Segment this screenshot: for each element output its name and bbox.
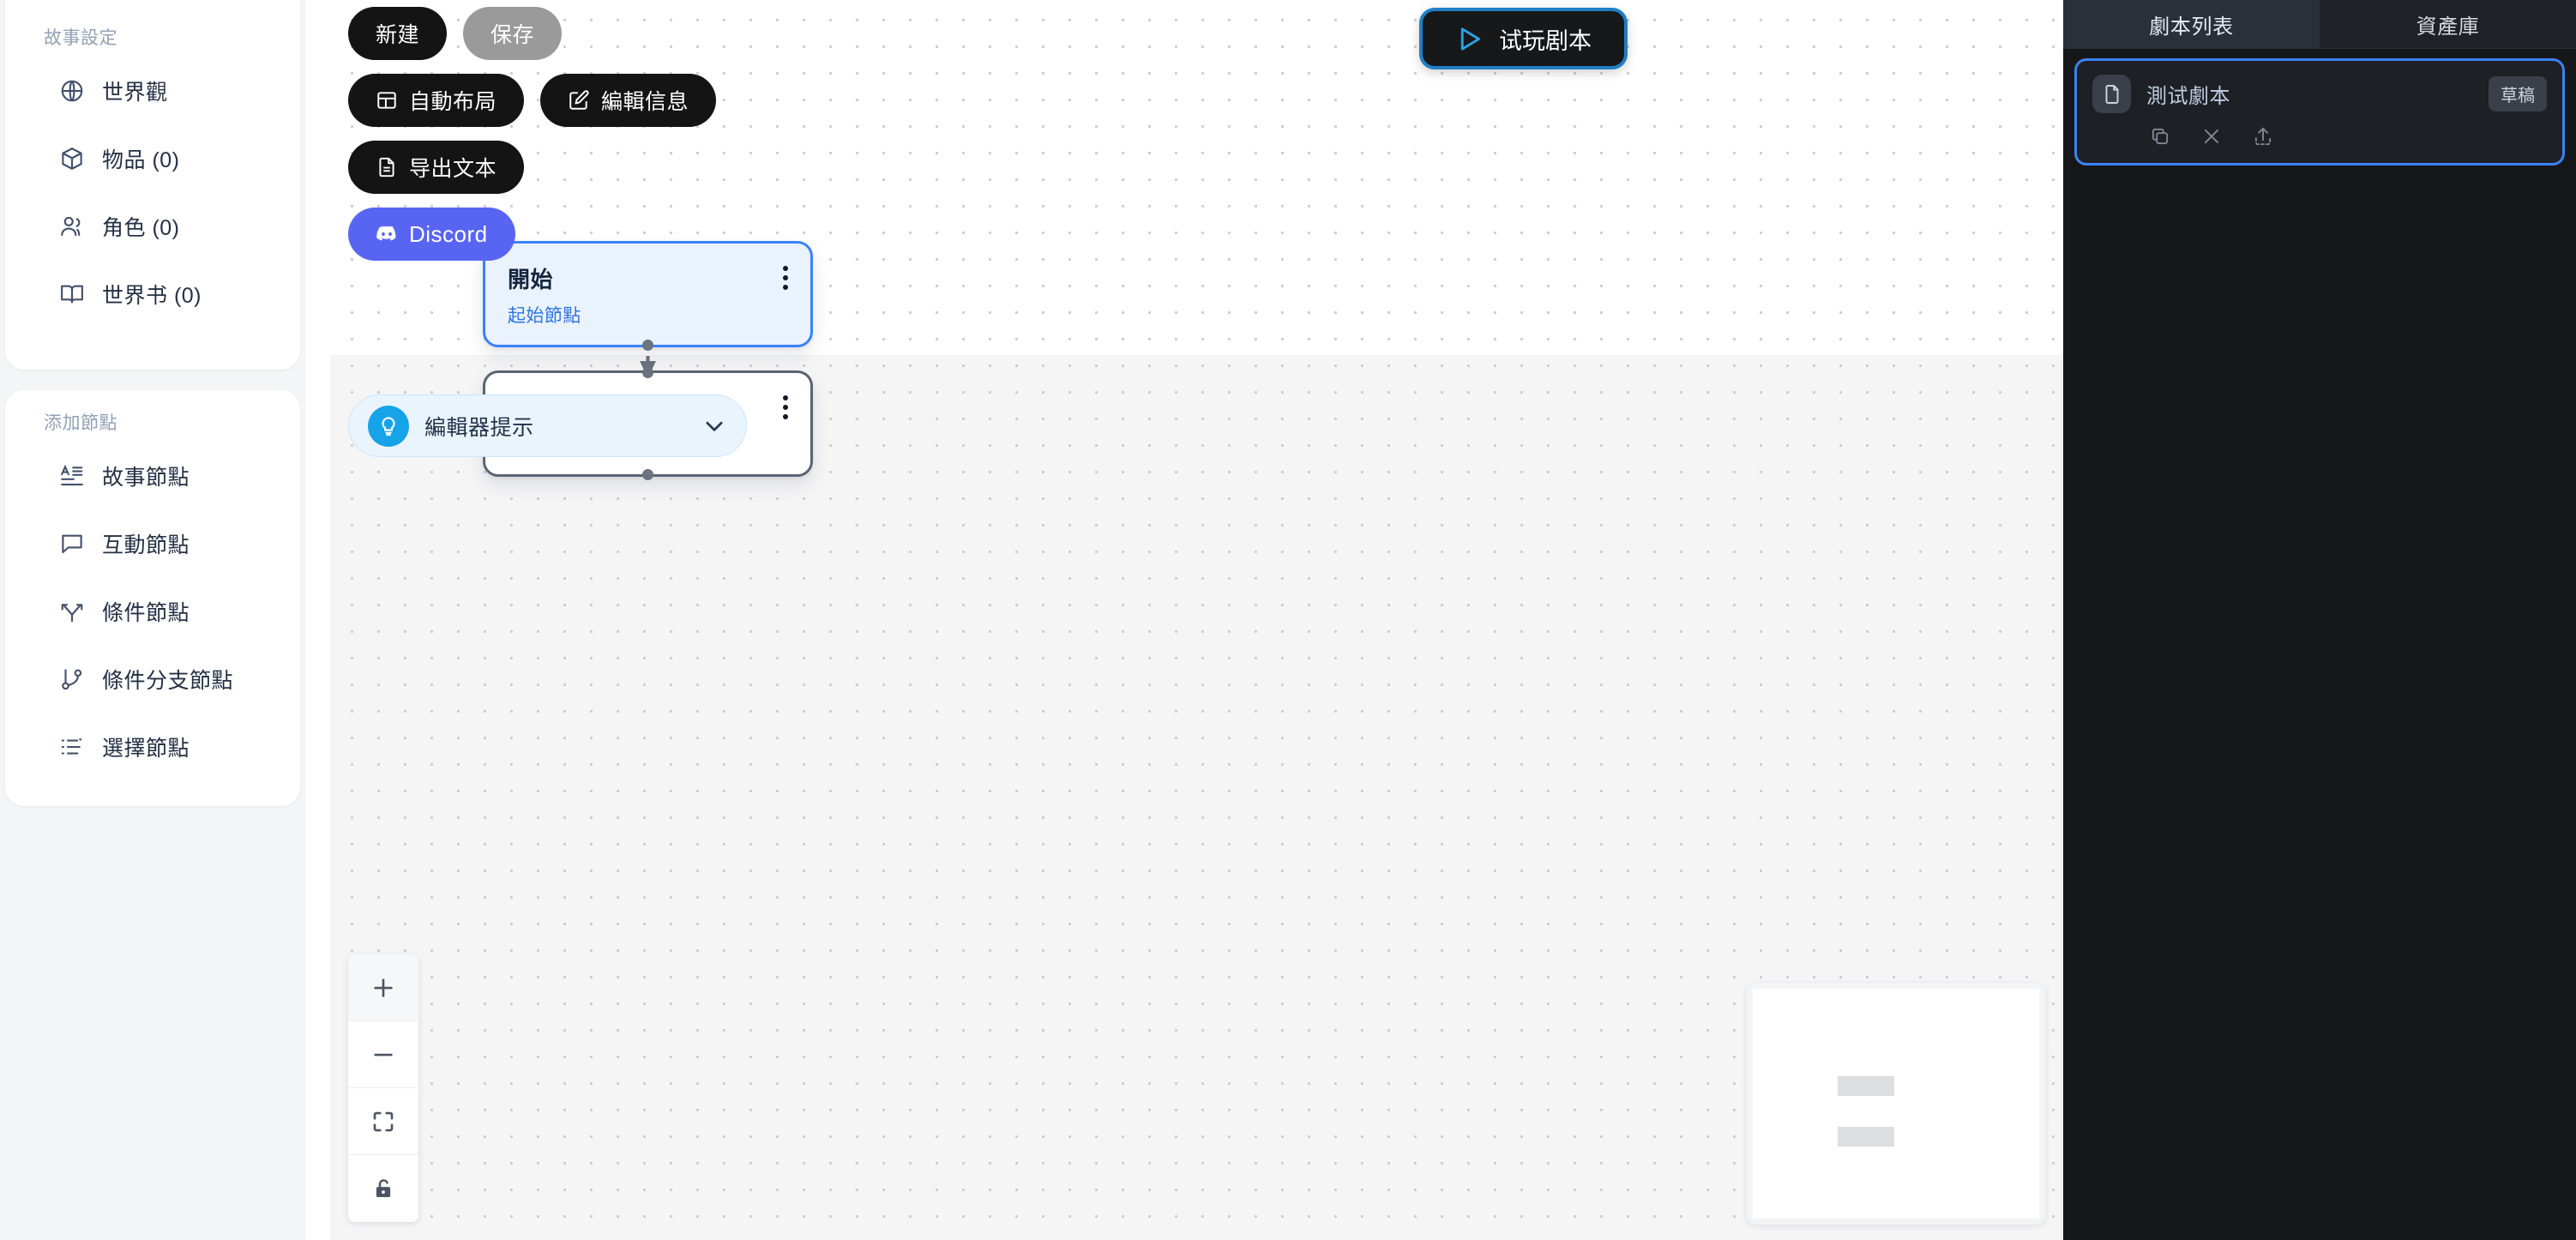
new-button[interactable]: 新建 <box>348 7 448 60</box>
node-start[interactable]: 開始 起始節點 <box>483 241 813 351</box>
sidebar-item-condition-branch-node[interactable]: 條件分支節點 <box>5 645 300 713</box>
flow-canvas[interactable]: 新建 保存 自動布局 編輯信息 <box>330 0 2063 1240</box>
play-script-label: 试玩剧本 <box>1499 27 1592 54</box>
edit-info-button[interactable]: 編輯信息 <box>540 74 717 127</box>
sidebar-item-label: 物品 (0) <box>102 147 180 172</box>
zoom-out-icon <box>370 1042 396 1068</box>
discord-icon <box>376 223 398 245</box>
left-sidebar: 故事設定 世界觀 物品 (0) 角色 (0) <box>0 0 305 1240</box>
chevron-down-icon[interactable] <box>701 413 727 439</box>
add-node-heading: 添加節點 <box>44 413 117 433</box>
story-settings-card: 故事設定 世界觀 物品 (0) 角色 (0) <box>5 0 300 370</box>
script-item-actions <box>2092 113 2547 151</box>
lightbulb-icon <box>368 405 409 447</box>
export-text-label: 导出文本 <box>409 157 497 181</box>
users-icon <box>58 213 86 240</box>
discord-button[interactable]: Discord <box>348 208 515 261</box>
sidebar-item-worldbook[interactable]: 世界书 (0) <box>5 260 300 328</box>
canvas-minimap[interactable] <box>1747 983 2045 1225</box>
text-node-icon <box>58 462 86 490</box>
node-title: 開始 <box>508 267 554 292</box>
toolbar-row-2: 自動布局 編輯信息 <box>348 74 717 127</box>
branch-icon <box>58 598 86 625</box>
minimap-node <box>1837 1075 1895 1096</box>
document-icon <box>2092 75 2131 113</box>
script-list-item[interactable]: 測试劇本 草稿 <box>2074 58 2565 166</box>
script-list: 測试劇本 草稿 <box>2063 49 2576 175</box>
close-icon[interactable] <box>2200 125 2223 147</box>
package-icon <box>58 145 86 172</box>
right-panel-tabs: 劇本列表 資產庫 <box>2063 0 2576 49</box>
script-item-header: 測试劇本 草稿 <box>2092 75 2547 113</box>
lock-icon <box>370 1176 396 1201</box>
toolbar-row-4: Discord <box>348 208 716 261</box>
script-item-name: 測试劇本 <box>2146 85 2230 108</box>
document-icon <box>376 156 398 178</box>
lock-toggle-button[interactable] <box>348 1155 418 1222</box>
sidebar-item-story-node[interactable]: 故事節點 <box>5 442 300 509</box>
sidebar-item-worldview[interactable]: 世界觀 <box>5 57 300 124</box>
upload-icon[interactable] <box>2252 125 2274 147</box>
sidebar-item-label: 世界书 (0) <box>102 283 202 308</box>
zoom-in-button[interactable] <box>348 954 418 1021</box>
copy-icon[interactable] <box>2149 125 2171 147</box>
sidebar-item-label: 角色 (0) <box>102 215 180 240</box>
story-settings-heading: 故事設定 <box>44 28 117 48</box>
node-more-options-icon[interactable] <box>779 392 791 423</box>
minimap-node <box>1837 1126 1895 1147</box>
message-icon <box>58 530 86 557</box>
git-branch-icon <box>58 665 86 693</box>
toolbar-row-3: 导出文本 <box>348 141 716 194</box>
tab-script-list[interactable]: 劇本列表 <box>2063 0 2320 48</box>
sidebar-item-label: 條件分支節點 <box>102 668 234 693</box>
edit-pencil-icon <box>568 89 590 111</box>
node-start-body: 開始 起始節點 <box>485 244 810 345</box>
sidebar-item-label: 故事節點 <box>102 465 190 490</box>
auto-layout-label: 自動布局 <box>409 90 497 114</box>
right-panel: 劇本列表 資產庫 測试劇本 草稿 <box>2063 0 2576 1240</box>
sidebar-item-label: 條件節點 <box>102 600 190 625</box>
node-output-handle[interactable] <box>642 340 653 351</box>
node-subtitle: 起始節點 <box>508 306 581 326</box>
play-icon <box>1455 25 1484 53</box>
canvas-toolbar: 新建 保存 自動布局 編輯信息 <box>348 7 717 274</box>
minimap-viewport <box>1753 989 2039 1219</box>
editor-hint-panel[interactable]: 編輯器提示 <box>348 394 747 457</box>
canvas-controls <box>348 954 418 1222</box>
sidebar-item-choice-node[interactable]: 選擇節點 <box>5 713 300 780</box>
export-text-button[interactable]: 导出文本 <box>348 141 525 194</box>
save-button[interactable]: 保存 <box>463 7 563 60</box>
list-select-icon <box>58 733 86 761</box>
play-script-wrap: 试玩剧本 <box>1419 8 1628 69</box>
layout-icon <box>376 89 398 111</box>
auto-layout-button[interactable]: 自動布局 <box>348 74 525 127</box>
status-badge: 草稿 <box>2489 76 2547 111</box>
add-node-card: 添加節點 故事節點 互動節點 條件節點 <box>5 390 300 806</box>
toolbar-row-1: 新建 保存 <box>348 7 716 60</box>
fit-view-button[interactable] <box>348 1088 418 1155</box>
sidebar-item-label: 選擇節點 <box>102 736 190 761</box>
sidebar-item-label: 互動節點 <box>102 533 190 557</box>
editor-hint-label: 編輯器提示 <box>424 415 534 440</box>
node-more-options-icon[interactable] <box>779 262 791 293</box>
book-icon <box>58 280 86 308</box>
node-output-handle[interactable] <box>642 469 653 480</box>
node-input-handle[interactable] <box>642 367 653 378</box>
tab-asset-library[interactable]: 資產庫 <box>2320 0 2576 48</box>
sidebar-item-interactive-node[interactable]: 互動節點 <box>5 509 300 577</box>
globe-icon <box>58 77 86 105</box>
sidebar-item-condition-node[interactable]: 條件節點 <box>5 577 300 645</box>
discord-label: Discord <box>409 220 488 247</box>
zoom-out-button[interactable] <box>348 1021 418 1088</box>
zoom-in-icon <box>370 975 396 1001</box>
play-script-button[interactable]: 试玩剧本 <box>1419 8 1628 69</box>
edit-info-label: 編輯信息 <box>601 90 689 114</box>
sidebar-item-characters[interactable]: 角色 (0) <box>5 192 300 260</box>
sidebar-item-items[interactable]: 物品 (0) <box>5 124 300 192</box>
sidebar-item-label: 世界觀 <box>102 80 168 105</box>
fit-view-icon <box>370 1109 396 1135</box>
